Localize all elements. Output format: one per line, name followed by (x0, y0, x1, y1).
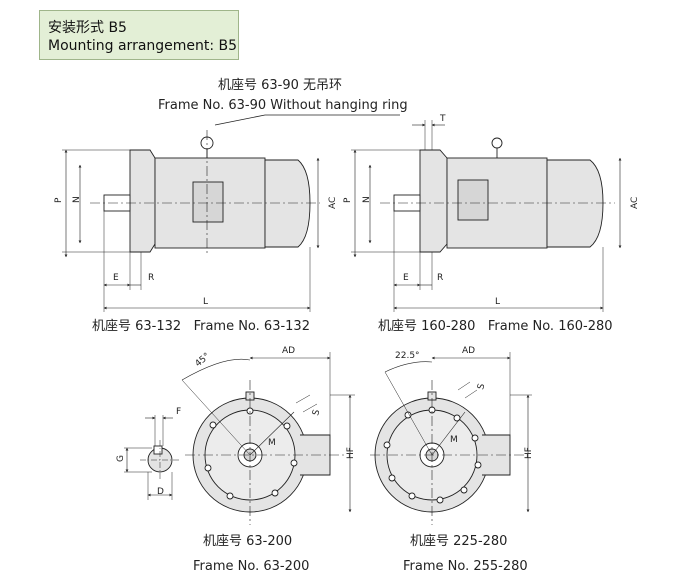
side-view-large (351, 120, 622, 312)
dim-label-S-2: S (476, 382, 487, 390)
end-view-small (181, 352, 355, 525)
callout-chinese: 机座号 63-90 无吊环 (218, 78, 342, 93)
dim-label-S: S (311, 408, 322, 416)
dim-label-L: L (203, 297, 208, 307)
dim-label-F: F (176, 407, 181, 417)
dim-label-22-5: 22.5° (395, 351, 420, 361)
dim-label-P-2: P (343, 197, 353, 203)
dim-label-G: G (116, 455, 126, 462)
title-box: 安装形式 B5 Mounting arrangement: B5 (39, 10, 239, 60)
side-view-small (62, 130, 320, 312)
dim-label-N: N (72, 196, 82, 203)
caption-frame-63-132: 机座号 63-132 Frame No. 63-132 (92, 319, 310, 334)
shaft-key-detail (124, 415, 180, 500)
dim-label-AD: AD (282, 346, 295, 356)
title-english: Mounting arrangement: B5 (48, 38, 238, 54)
callout-english: Frame No. 63-90 Without hanging ring (158, 98, 408, 113)
caption-frame-225-280-cn: 机座号 225-280 (410, 534, 507, 549)
title-chinese: 安装形式 B5 (48, 20, 127, 36)
dim-label-AD-2: AD (462, 346, 475, 356)
caption-frame-160-280: 机座号 160-280 Frame No. 160-280 (378, 319, 613, 334)
dim-label-T: T (439, 114, 446, 124)
dim-label-E: E (113, 273, 119, 283)
dim-label-M: M (268, 438, 276, 448)
dim-label-P: P (54, 197, 64, 203)
dim-label-AC-2: AC (630, 197, 640, 209)
dim-label-D: D (157, 487, 164, 497)
dim-label-N-2: N (362, 196, 372, 203)
caption-frame-63-200-cn: 机座号 63-200 (203, 534, 292, 549)
dim-label-M-2: M (450, 435, 458, 445)
caption-frame-255-280-en: Frame No. 255-280 (403, 559, 528, 574)
dim-label-L-2: L (495, 297, 500, 307)
dim-label-HF-2: HF (524, 447, 534, 459)
dim-label-R-2: R (437, 273, 443, 283)
dim-label-AC: AC (328, 197, 338, 209)
dim-label-HF: HF (346, 447, 356, 459)
dim-label-E-2: E (403, 273, 409, 283)
dim-label-R: R (148, 273, 154, 283)
caption-frame-63-200-en: Frame No. 63-200 (193, 559, 309, 574)
end-view-large (370, 352, 532, 525)
